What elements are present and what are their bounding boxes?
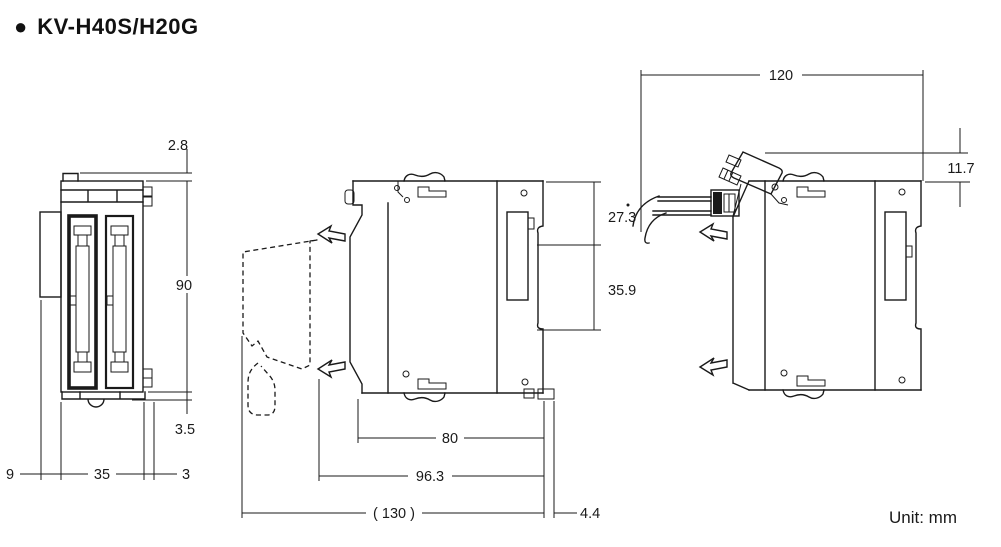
slot-detail	[73, 225, 92, 236]
side-vent-step	[417, 378, 447, 390]
dim-side-rail: 35.9	[608, 283, 636, 299]
front-right-nub	[142, 368, 153, 379]
mounted-latch-hook	[698, 222, 728, 242]
dim-front-side-depth: 9	[6, 467, 14, 483]
dim-side-rail-hook: 4.4	[580, 506, 600, 522]
front-body-outline	[60, 180, 144, 393]
slot-detail	[106, 295, 114, 306]
side-din-slot	[506, 211, 529, 301]
slot-detail	[114, 234, 125, 247]
screw-hole	[402, 370, 410, 378]
model-name: KV-H40S/H20G	[37, 14, 199, 39]
tilted-connector	[730, 151, 783, 195]
side-rail-tab	[537, 388, 555, 400]
front-top-cap-lines	[60, 189, 144, 203]
mounted-vent-step	[796, 186, 826, 198]
side-foot	[523, 388, 535, 399]
front-right-nub	[142, 186, 153, 197]
screw-hole	[781, 197, 787, 203]
front-right-nub	[142, 196, 153, 207]
cable-break-curves	[632, 195, 667, 244]
slot-detail	[114, 351, 125, 363]
front-slot-1	[67, 214, 98, 390]
screw-hole	[404, 197, 410, 203]
slot-detail	[73, 361, 92, 373]
dim-mounted-overall: 120	[769, 68, 793, 84]
dim-side-upper: 27.3	[608, 210, 636, 226]
screw-hole	[520, 189, 528, 197]
side-left-profile	[349, 180, 363, 394]
mounted-right-profile	[914, 180, 922, 391]
slot-detail	[110, 225, 129, 236]
side-corner-step	[397, 181, 404, 198]
cable-outline-dashed	[247, 362, 276, 416]
cable-hatch	[713, 192, 722, 214]
dim-side-with-hooks: 96.3	[416, 469, 444, 485]
slot-detail	[110, 361, 129, 373]
connector-cover-outline	[242, 239, 318, 370]
mounted-din-slot-notch	[906, 245, 913, 258]
side-bottom-tab	[403, 392, 446, 403]
dim-side-overall: ( 130 )	[373, 506, 415, 522]
side-din-slot-notch	[528, 217, 535, 230]
front-view-dimensions: 2.8 90 3.5 9 35 3	[6, 138, 198, 483]
connector-latch-hook	[316, 359, 346, 379]
side-right-profile	[536, 180, 544, 394]
side-view-dimensions: 27.3 35.9 80 96.3 ( 130 ) 4.4	[241, 181, 636, 522]
dim-front-height: 90	[176, 278, 192, 294]
bullet-icon: ●	[14, 14, 28, 39]
dim-front-top-tab: 2.8	[168, 138, 188, 154]
unit-label: Unit: mm	[889, 508, 957, 527]
mounted-left-profile	[732, 180, 750, 391]
mounted-latch-hook	[698, 357, 728, 377]
front-top-tab	[62, 172, 79, 182]
mounted-vent-step	[796, 375, 826, 387]
screw-hole	[394, 185, 400, 191]
slot-detail	[69, 295, 77, 306]
dim-front-latch: 3.5	[175, 422, 195, 438]
front-slot-2	[104, 214, 135, 390]
dim-side-body-depth: 80	[442, 431, 458, 447]
cable-lines	[652, 196, 712, 216]
cable-dot	[626, 203, 630, 207]
front-right-nub	[142, 377, 153, 388]
side-vent-step	[417, 186, 447, 198]
side-left-nub	[344, 189, 355, 205]
screw-hole	[898, 376, 906, 384]
slot-detail	[112, 245, 127, 353]
front-view	[39, 172, 153, 408]
connector-knob	[725, 154, 742, 168]
front-bottom-latch	[61, 391, 146, 408]
mounted-panel-lines	[764, 180, 876, 391]
side-top-tab	[403, 171, 446, 182]
slot-detail	[77, 351, 88, 363]
connector-latch-hook	[316, 224, 346, 244]
screw-hole	[771, 183, 779, 191]
screw-hole	[780, 369, 788, 377]
mounted-bottom-tab	[782, 389, 825, 400]
side-panel-lines	[387, 180, 498, 394]
mounted-view-dimensions: 120 11.7	[640, 67, 984, 232]
page-title: ● KV-H40S/H20G	[14, 14, 199, 40]
cable-strain-relief	[710, 189, 740, 217]
mounted-top-tab	[782, 171, 825, 182]
dim-front-width: 35	[94, 467, 110, 483]
screw-hole	[521, 378, 529, 386]
screw-hole	[898, 188, 906, 196]
slot-detail	[77, 234, 88, 247]
dim-front-nub: 3	[182, 467, 190, 483]
slot-detail	[75, 245, 90, 353]
side-view-with-cover	[242, 171, 555, 416]
mounted-view	[626, 151, 922, 400]
dim-mounted-projection: 11.7	[947, 161, 974, 177]
connector-teeth	[718, 167, 742, 186]
mounted-din-slot	[884, 211, 907, 301]
front-side-connector	[39, 211, 62, 298]
